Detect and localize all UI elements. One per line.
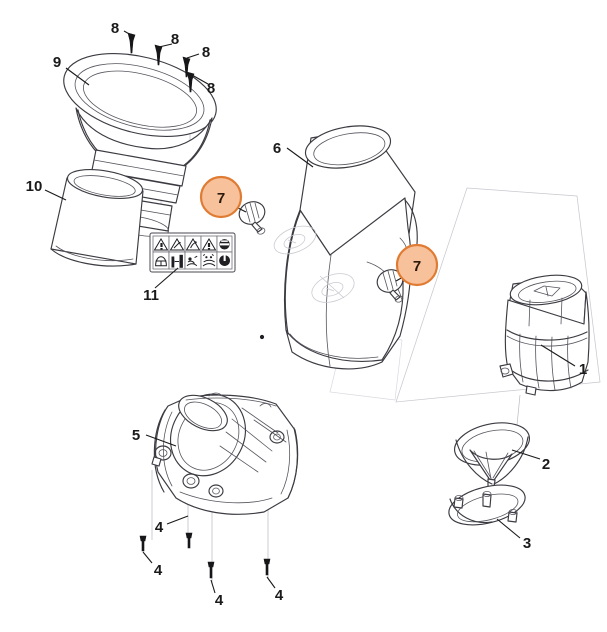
part-impeller-cone <box>454 422 530 489</box>
callout-number-7-lower: 7 <box>413 258 421 275</box>
leader-lines <box>44 30 576 594</box>
pictogram-wear-face-shield <box>202 254 216 267</box>
part-retainer-bracket <box>448 484 526 526</box>
part-warning-label-decal <box>149 232 236 273</box>
leader-3 <box>496 518 521 539</box>
callout-number-8c: 8 <box>202 44 210 61</box>
leader-9 <box>65 67 90 86</box>
callout-number-3: 3 <box>523 535 531 552</box>
callout-numbers: 1 2 3 4 4 4 4 5 6 7 7 8 8 8 8 9 10 11 <box>26 20 588 609</box>
highlight-circle-7-lower <box>395 243 439 287</box>
pictogram-prohibition-no-access <box>219 239 230 250</box>
pictogram-wear-ear-eye-protection <box>155 256 167 267</box>
callout-number-2: 2 <box>542 456 550 473</box>
leader-11 <box>154 267 179 289</box>
leader-8c <box>186 53 200 59</box>
leader-2 <box>511 449 541 460</box>
callout-number-10: 10 <box>26 178 43 195</box>
callout-number-4a: 4 <box>155 519 164 536</box>
part-nozzle-collar <box>50 169 144 267</box>
leader-5 <box>145 434 177 447</box>
callout-number-6: 6 <box>273 140 281 157</box>
screw-short-1 <box>139 535 147 552</box>
pictogram-warning-triangle-hand-hazard <box>201 238 217 251</box>
part-main-housing-body <box>259 125 418 370</box>
part-lower-housing-shell <box>151 392 299 515</box>
part-filter-cartridge <box>499 274 590 396</box>
callout-number-4b: 4 <box>154 562 163 579</box>
leader-10 <box>44 189 67 201</box>
screw-long-1 <box>127 32 136 54</box>
screw-short-2 <box>185 532 193 549</box>
pictogram-on-off-switch <box>219 254 231 266</box>
leader-4a <box>166 515 189 525</box>
callout-number-8d: 8 <box>207 80 215 97</box>
leader-8a <box>123 30 132 36</box>
leader-1 <box>540 344 576 367</box>
callout-number-9: 9 <box>53 54 61 71</box>
callout-number-1: 1 <box>579 361 587 378</box>
leader-4d <box>266 576 276 589</box>
pictogram-warning-triangle-exclamation <box>153 238 169 251</box>
callout-number-8b: 8 <box>171 31 179 48</box>
callout-number-11: 11 <box>143 287 159 304</box>
screw-short-3 <box>207 561 215 579</box>
part-thumb-screw-knob-upper <box>238 201 266 235</box>
highlight-circle-7-upper <box>199 175 243 219</box>
leader-4c <box>210 579 216 594</box>
callout-number-5: 5 <box>132 427 140 444</box>
pictogram-read-instruction-manual <box>171 254 183 268</box>
leader-8d <box>191 74 209 85</box>
screw-short-4 <box>263 558 271 576</box>
callout-number-8a: 8 <box>111 20 119 37</box>
screw-long-4 <box>186 71 195 93</box>
part-thumb-screw-knob-lower <box>376 269 404 303</box>
leader-4b <box>142 551 153 564</box>
part-screw-short-group <box>139 532 271 579</box>
callout-number-7-upper: 7 <box>217 190 225 207</box>
leader-8b <box>158 43 173 48</box>
callout-number-4c: 4 <box>215 592 224 609</box>
callout-number-4d: 4 <box>275 587 284 604</box>
pictogram-keep-bystanders-away <box>186 255 198 267</box>
pictogram-warning-triangle-thrown-object <box>169 238 185 251</box>
leader-6 <box>286 147 314 168</box>
pictogram-warning-triangle-rotating-part <box>185 238 201 251</box>
